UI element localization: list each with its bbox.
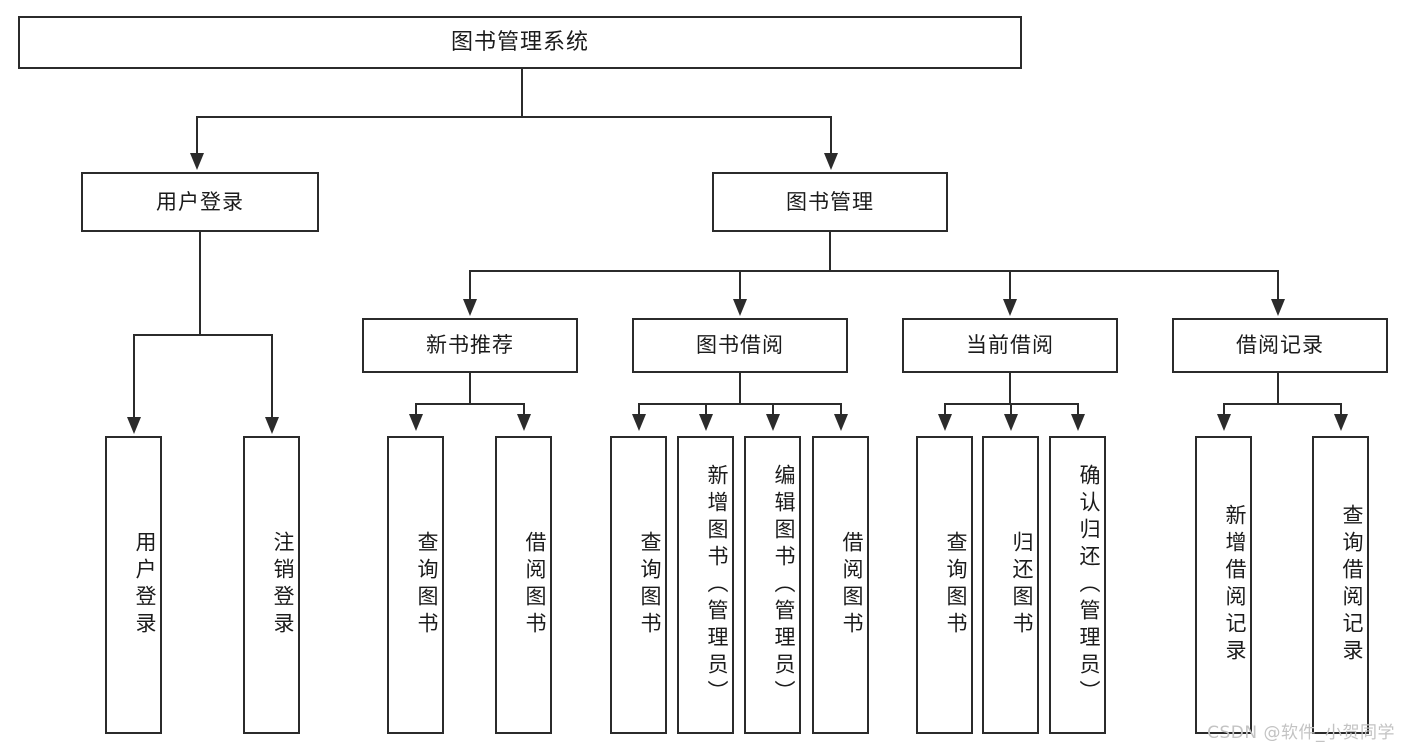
connector-book-borrow-arm-3 (772, 403, 774, 416)
connector-new-book-arm-1 (415, 403, 417, 416)
connector-user-login-bus (133, 334, 272, 336)
connector-current-borrow-arm-1 (944, 403, 946, 416)
arrowhead-current-borrow (1003, 299, 1017, 316)
connector-book-borrow-arm-4 (840, 403, 842, 416)
arrowhead-leaf-cb-2 (1004, 414, 1018, 431)
connector-current-borrow-trunk (1009, 373, 1011, 404)
connector-borrow-record-bus (1223, 403, 1341, 405)
leaf-cb-confirm-return[interactable]: 确认归还（管理员） (1049, 436, 1106, 734)
connector-book-manage-trunk (829, 232, 831, 271)
node-book-manage[interactable]: 图书管理 (712, 172, 948, 232)
arrowhead-new-book (463, 299, 477, 316)
leaf-user-login[interactable]: 用户登录 (105, 436, 162, 734)
node-root[interactable]: 图书管理系统 (18, 16, 1022, 69)
connector-book-manage-bus (469, 270, 1277, 272)
leaf-bb-add-book[interactable]: 新增图书（管理员） (677, 436, 734, 734)
leaf-bb-query-book[interactable]: 查询图书 (610, 436, 667, 734)
connector-user-login-arm-2 (271, 334, 273, 419)
arrowhead-leaf-bb-2 (699, 414, 713, 431)
connector-book-manage-arm-2 (739, 270, 741, 301)
connector-root-trunk (521, 69, 523, 117)
connector-borrow-record-trunk (1277, 373, 1279, 404)
arrowhead-leaf-br-2 (1334, 414, 1348, 431)
connector-current-borrow-arm-2 (1010, 403, 1012, 416)
connector-book-manage-arm-3 (1009, 270, 1011, 301)
connector-book-borrow-arm-1 (638, 403, 640, 416)
connector-book-borrow-bus (638, 403, 841, 405)
arrowhead-borrow-record (1271, 299, 1285, 316)
arrowhead-leaf-logout (265, 417, 279, 434)
connector-root-right-arm (830, 116, 832, 156)
arrowhead-user-login (190, 153, 204, 170)
node-user-login[interactable]: 用户登录 (81, 172, 319, 232)
connector-user-login-arm-1 (133, 334, 135, 419)
leaf-bb-borrow-book[interactable]: 借阅图书 (812, 436, 869, 734)
connector-new-book-arm-2 (523, 403, 525, 416)
connector-book-manage-arm-1 (469, 270, 471, 301)
leaf-cb-return-book[interactable]: 归还图书 (982, 436, 1039, 734)
node-borrow-record[interactable]: 借阅记录 (1172, 318, 1388, 373)
node-new-book[interactable]: 新书推荐 (362, 318, 578, 373)
node-book-borrow[interactable]: 图书借阅 (632, 318, 848, 373)
arrowhead-leaf-cb-1 (938, 414, 952, 431)
arrowhead-leaf-bb-4 (834, 414, 848, 431)
connector-root-left-arm (196, 116, 198, 156)
connector-borrow-record-arm-2 (1340, 403, 1342, 416)
leaf-nb-borrow-book[interactable]: 借阅图书 (495, 436, 552, 734)
connector-new-book-bus (415, 403, 524, 405)
connector-book-borrow-trunk (739, 373, 741, 404)
arrowhead-leaf-br-1 (1217, 414, 1231, 431)
arrowhead-leaf-nb-2 (517, 414, 531, 431)
node-current-borrow[interactable]: 当前借阅 (902, 318, 1118, 373)
connector-current-borrow-arm-3 (1077, 403, 1079, 416)
leaf-cb-query-book[interactable]: 查询图书 (916, 436, 973, 734)
arrowhead-leaf-user-login (127, 417, 141, 434)
arrowhead-leaf-nb-1 (409, 414, 423, 431)
leaf-bb-edit-book[interactable]: 编辑图书（管理员） (744, 436, 801, 734)
connector-user-login-trunk (199, 232, 201, 335)
leaf-br-add-record[interactable]: 新增借阅记录 (1195, 436, 1252, 734)
arrowhead-book-manage (824, 153, 838, 170)
connector-borrow-record-arm-1 (1223, 403, 1225, 416)
leaf-br-query-record[interactable]: 查询借阅记录 (1312, 436, 1369, 734)
leaf-nb-query-book[interactable]: 查询图书 (387, 436, 444, 734)
arrowhead-leaf-bb-1 (632, 414, 646, 431)
connector-book-manage-arm-4 (1277, 270, 1279, 301)
connector-new-book-trunk (469, 373, 471, 404)
arrowhead-leaf-cb-3 (1071, 414, 1085, 431)
leaf-logout[interactable]: 注销登录 (243, 436, 300, 734)
connector-root-bus (196, 116, 832, 118)
arrowhead-leaf-bb-3 (766, 414, 780, 431)
arrowhead-book-borrow (733, 299, 747, 316)
connector-book-borrow-arm-2 (705, 403, 707, 416)
